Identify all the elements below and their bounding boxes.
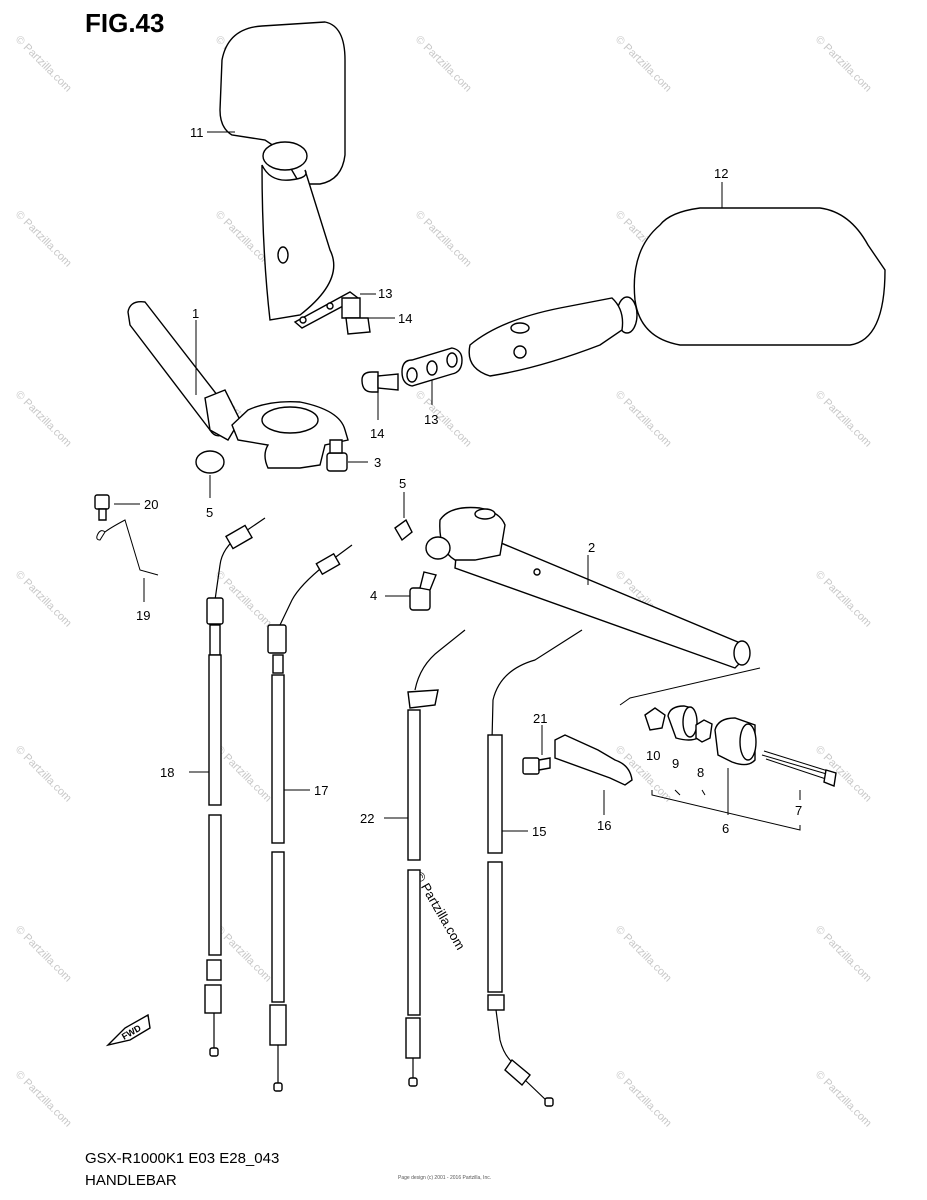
callout-18: 17: [314, 783, 328, 798]
callout-16: 16: [597, 818, 611, 833]
callout-19: 18: [160, 765, 174, 780]
watermark: © Partzilla.com: [13, 34, 74, 95]
callout-14-upper: 14: [398, 311, 412, 326]
watermark: © Partzilla.com: [413, 34, 474, 95]
callout-13-upper: 13: [378, 286, 392, 301]
callout-10: 10: [646, 748, 660, 763]
figure-title: FIG.43: [85, 8, 165, 38]
part-8-washer: [695, 719, 713, 743]
watermark: © Partzilla.com: [13, 569, 74, 630]
watermark: © Partzilla.com: [613, 924, 674, 985]
watermark: © Partzilla.com: [813, 924, 874, 985]
watermark: © Partzilla.com: [413, 389, 474, 450]
assembly-bracket: [651, 789, 801, 831]
part-7-screw: [761, 750, 837, 787]
callout-3: 3: [374, 455, 381, 470]
callout-8: 8: [697, 765, 704, 780]
part-14-bolt-upper: [341, 297, 371, 335]
part-9-rubber: [667, 705, 699, 741]
callout-5-left: 5: [206, 505, 213, 520]
part-3-bolt: [326, 439, 348, 472]
watermark: © Partzilla.com: [13, 389, 74, 450]
callout-22: 22: [360, 811, 374, 826]
watermark-grid: © Partzilla.com © Partzilla.com © Partzi…: [13, 34, 874, 1130]
part-1-left-handlebar: [127, 301, 349, 469]
watermark: © Partzilla.com: [813, 34, 874, 95]
watermark: © Partzilla.com: [813, 744, 874, 805]
part-6-weight: [714, 717, 757, 766]
callout-14-lower: 14: [370, 426, 384, 441]
part-5-cap-left: [195, 450, 225, 474]
part-21-bolt: [94, 494, 110, 521]
part-13-plate-lower: [401, 347, 463, 387]
callout-12: 12: [714, 166, 728, 181]
watermark: © Partzilla.com: [613, 34, 674, 95]
callout-11: 11: [190, 125, 204, 140]
part-2-right-handlebar: [425, 506, 751, 669]
watermark: © Partzilla.com: [13, 1069, 74, 1130]
watermark: © Partzilla.com: [13, 744, 74, 805]
model-code: GSX-R1000K1 E03 E28_043: [85, 1150, 280, 1167]
callout-2: 2: [588, 540, 595, 555]
part-19-throttle-cable: [204, 517, 266, 1057]
callout-15: 15: [532, 824, 546, 839]
part-12-right-mirror: [468, 207, 886, 377]
callout-20: 19: [136, 608, 150, 623]
watermark: © Partzilla.com: [213, 924, 274, 985]
watermark: © Partzilla.com: [13, 209, 74, 270]
leader-lines: [114, 131, 801, 832]
part-22-cable: [405, 629, 466, 1087]
watermark: © Partzilla.com: [613, 1069, 674, 1130]
copyright-text: Page design (c) 2001 - 2016 Partzilla, I…: [398, 1175, 492, 1181]
watermark: © Partzilla.com: [813, 389, 874, 450]
section-name: HANDLEBAR: [85, 1172, 177, 1189]
watermark: © Partzilla.com: [813, 1069, 874, 1130]
callout-5-right: 5: [399, 476, 406, 491]
part-20-bracket: [96, 519, 159, 576]
callout-1: 1: [192, 306, 199, 321]
watermark: © Partzilla.com: [413, 209, 474, 270]
break-line: [619, 667, 761, 706]
callout-17: 21: [533, 711, 547, 726]
part-14-bolt-lower: [361, 371, 399, 393]
part-15-clutch-cable: [487, 629, 583, 1107]
watermark: © Partzilla.com: [613, 389, 674, 450]
part-18-throttle-cable: [267, 544, 353, 1092]
callout-7: 7: [795, 803, 802, 818]
part-17-bolt: [522, 757, 551, 775]
part-16-bracket: [554, 734, 633, 786]
callout-13-lower: 13: [424, 412, 438, 427]
callout-21: 20: [144, 497, 158, 512]
part-5-cap-right: [394, 518, 413, 542]
fwd-arrow-icon: FWD: [105, 1013, 151, 1047]
watermark: © Partzilla.com: [13, 924, 74, 985]
callout-6: 6: [722, 821, 729, 836]
part-11-left-mirror: [219, 21, 346, 321]
callout-labels: 11 12 13 14 1 13 14 3 5 5 2 4 20 19 18 1…: [136, 125, 802, 839]
watermark: © Partzilla.com: [813, 569, 874, 630]
callout-9: 9: [672, 756, 679, 771]
part-4-bolt: [409, 571, 437, 611]
callout-4: 4: [370, 588, 377, 603]
watermark: © Partzilla.com: [213, 744, 274, 805]
part-10-collar: [644, 707, 666, 731]
